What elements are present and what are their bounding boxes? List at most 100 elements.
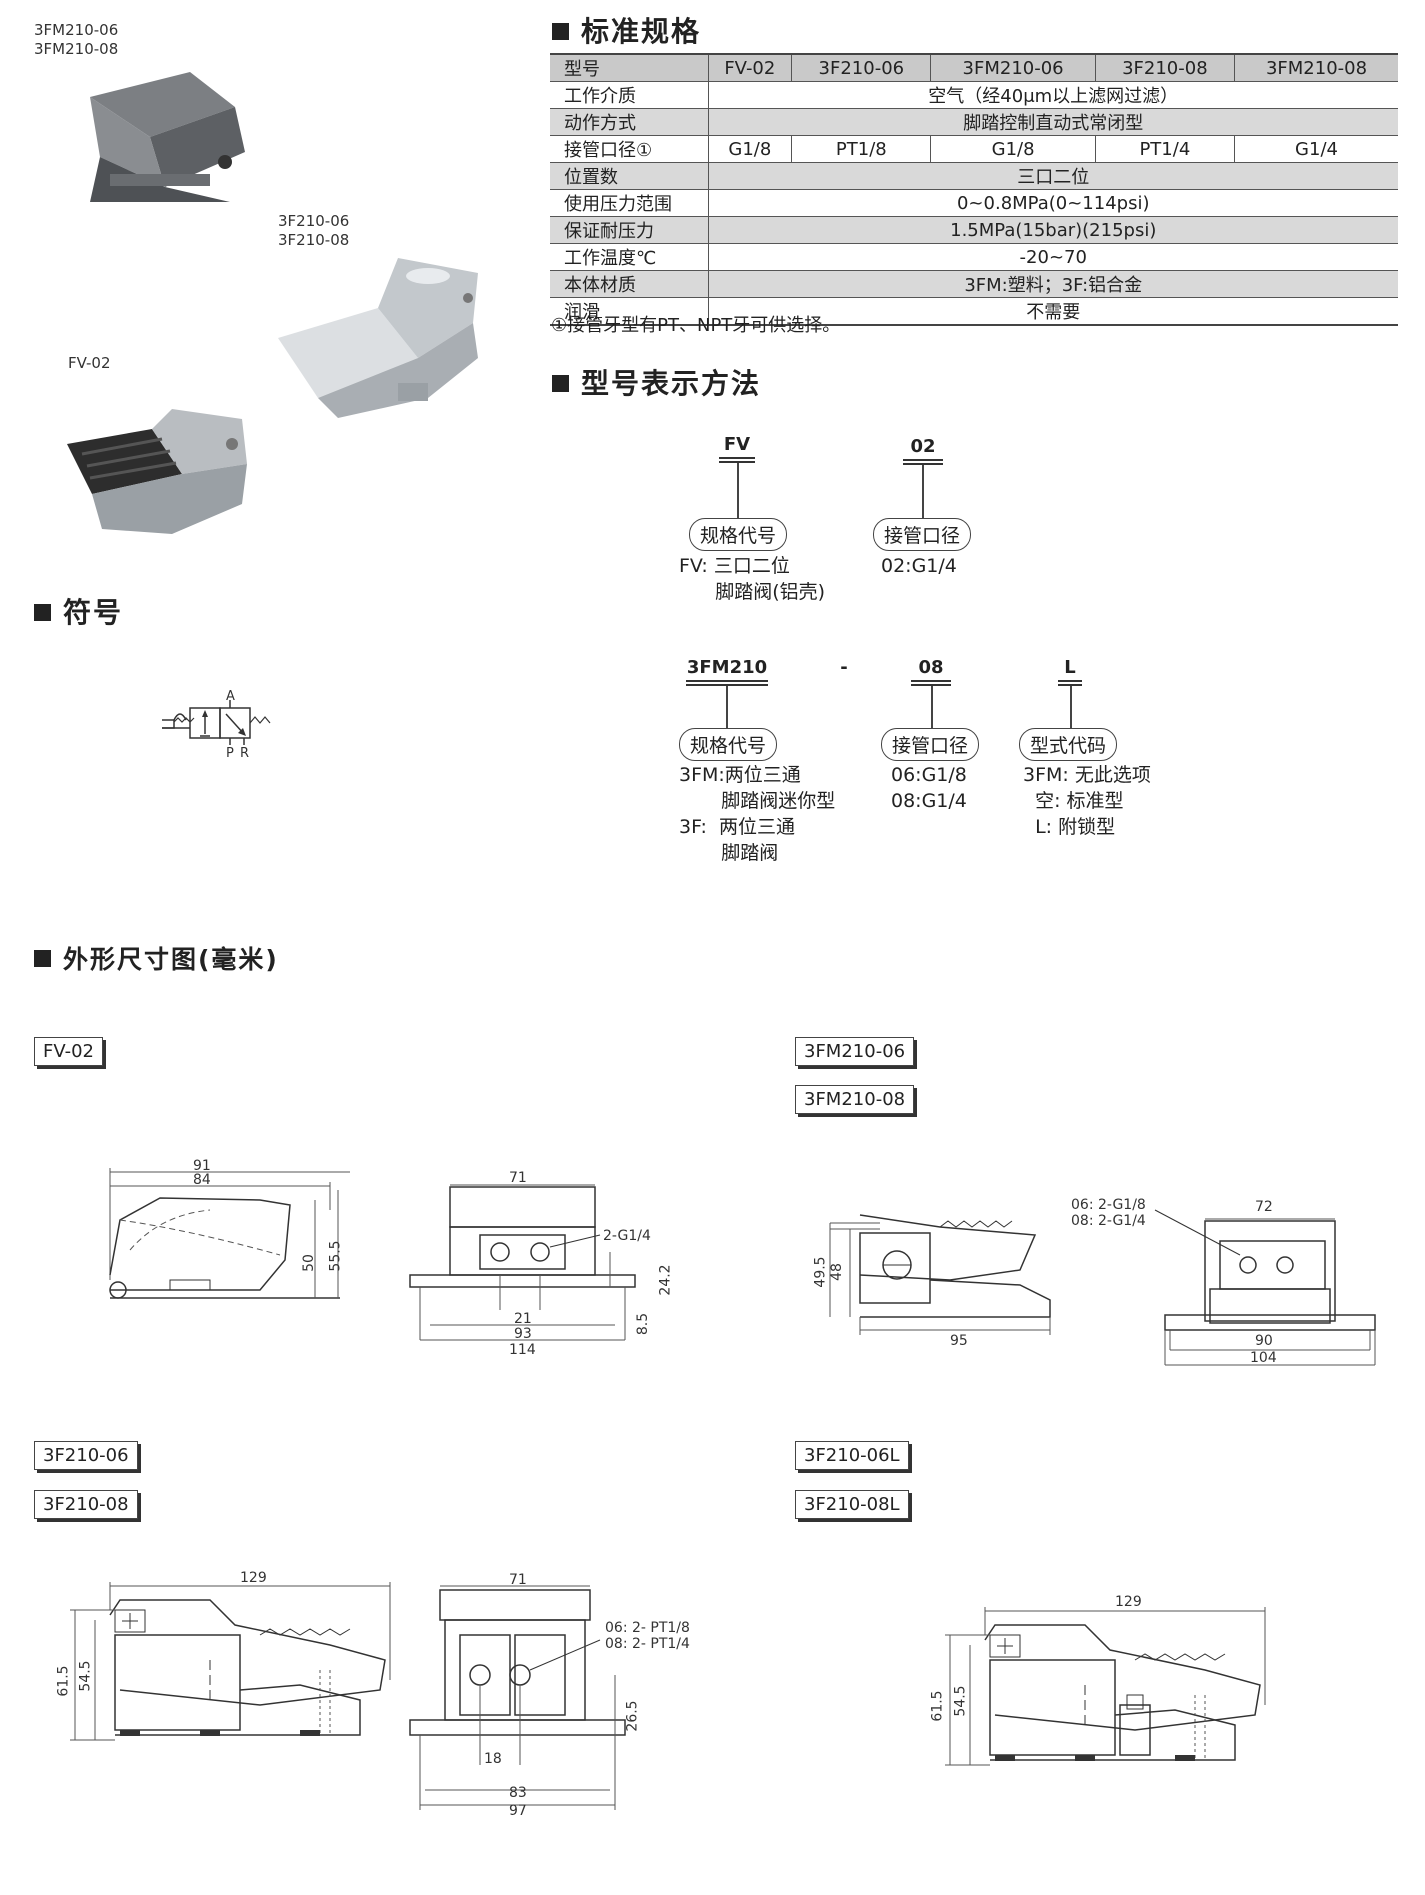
dim-3f-side-54-5: 54.5 <box>77 1660 94 1692</box>
fm-code-series: 3FM210 <box>686 657 768 686</box>
fm-code-type: L <box>1058 657 1082 686</box>
dim-fv-front-93: 93 <box>514 1326 532 1342</box>
spec-row-cell: PT1/8 <box>791 135 931 163</box>
model-box-3f210-08: 3F210-08 <box>34 1490 138 1519</box>
dim-3f-front-18: 18 <box>484 1751 502 1767</box>
fm-pill-port: 接管口径 <box>881 728 980 761</box>
connector-line <box>1070 686 1072 731</box>
spec-row-label: 润滑 <box>550 297 708 326</box>
dim-fv-front-21: 21 <box>514 1311 532 1327</box>
fm-code-port: 08 <box>911 657 951 686</box>
spec-row-label: 工作温度℃ <box>550 243 708 271</box>
fv-desc-series: FV: 三口二位 脚踏阀(铝壳) <box>679 555 826 603</box>
spec-row-value: 0~0.8MPa(0~114psi) <box>707 189 1398 217</box>
spec-row-cell: G1/8 <box>707 135 792 163</box>
fm-code-dash: - <box>840 657 848 678</box>
spec-table: 型号 FV-02 3F210-06 3FM210-06 3F210-08 3FM… <box>550 53 1398 326</box>
product-label-3fm210-08: 3FM210-08 <box>34 40 119 58</box>
symbol-port-r: R <box>240 746 249 761</box>
drawing-fv02-front <box>409 1184 636 1341</box>
dim-3fl-side-129: 129 <box>1115 1594 1142 1610</box>
spec-row-label: 动作方式 <box>550 108 708 136</box>
dim-3fl-side-54-5: 54.5 <box>952 1685 969 1717</box>
spec-row: 保证耐压力 1.5MPa(15bar)(215psi) <box>550 216 1398 244</box>
symbol-heading: 符号 <box>34 591 123 631</box>
spec-row-value: -20~70 <box>707 243 1398 271</box>
symbol-port-p: P <box>226 746 234 761</box>
spec-row: 使用压力范围 0~0.8MPa(0~114psi) <box>550 189 1398 217</box>
spec-row-label: 保证耐压力 <box>550 216 708 244</box>
model-box-3f210-08l: 3F210-08L <box>795 1490 909 1519</box>
fm-pill-type: 型式代码 <box>1019 728 1118 761</box>
spec-row: 工作介质 空气（经40μm以上滤网过滤） <box>550 81 1398 109</box>
model-box-3f210-06: 3F210-06 <box>34 1441 138 1470</box>
drawing-3f210-front <box>409 1585 626 1810</box>
dim-3fl-side-61-5: 61.5 <box>929 1690 946 1722</box>
spec-row-value: 三口二位 <box>707 162 1398 190</box>
dim-fv-side-55-5: 55.5 <box>327 1240 344 1272</box>
fv-code-port: 02 <box>903 436 943 465</box>
spec-row-cell: PT1/4 <box>1094 135 1235 163</box>
spec-header-cell: 3FM210-06 <box>930 53 1096 82</box>
spec-row: 动作方式 脚踏控制直动式常闭型 <box>550 108 1398 136</box>
spec-row-cell: G1/4 <box>1234 135 1398 163</box>
dim-3f-front-83: 83 <box>509 1785 527 1801</box>
spec-row: 工作温度℃ -20~70 <box>550 243 1398 271</box>
dim-fv-front-24-2: 24.2 <box>657 1264 674 1296</box>
dim-3fm-side-49-5: 49.5 <box>812 1256 829 1288</box>
spec-row: 位置数 三口二位 <box>550 162 1398 190</box>
dim-3fm-side-95: 95 <box>950 1333 968 1349</box>
spec-header-cell: FV-02 <box>707 53 792 82</box>
symbol-port-a: A <box>226 690 235 704</box>
dim-fv-side-84: 84 <box>193 1172 211 1188</box>
fm-pill-series: 规格代号 <box>679 728 778 761</box>
spec-header-row: 型号 FV-02 3F210-06 3FM210-06 3F210-08 3FM… <box>550 53 1398 82</box>
dim-3f-front-26-5: 26.5 <box>624 1700 641 1732</box>
drawing-3fm-side <box>829 1214 1051 1335</box>
spec-row-value: 空气（经40μm以上滤网过滤） <box>707 81 1398 109</box>
product-photo-3fm210 <box>90 72 245 202</box>
spec-note: ①接管牙型有PT、NPT牙可供选择。 <box>551 315 841 336</box>
fm-desc-series: 3FM:两位三通 脚踏阀迷你型 3F: 两位三通 脚踏阀 <box>679 764 836 864</box>
dim-fv-side-91: 91 <box>193 1158 211 1174</box>
spec-row-label: 本体材质 <box>550 270 708 298</box>
model-code-heading: 型号表示方法 <box>552 362 761 402</box>
dim-fv-front-114: 114 <box>509 1342 536 1358</box>
spec-row-value: 不需要 <box>707 297 1398 326</box>
product-label-3f210-06: 3F210-06 <box>278 212 350 230</box>
dim-3fm-front-port1: 06: 2-G1/8 <box>1071 1197 1146 1213</box>
model-box-3fm210-08: 3FM210-08 <box>795 1085 915 1114</box>
model-box-fv-02: FV-02 <box>34 1037 104 1066</box>
product-photo-3f210 <box>278 258 478 418</box>
drawing-3f210l-side <box>945 1607 1266 1766</box>
fv-desc-port: 02:G1/4 <box>881 555 957 577</box>
connector-line <box>737 463 739 520</box>
spec-row: 润滑 不需要 <box>550 297 1398 326</box>
drawing-fv02-side <box>109 1168 350 1299</box>
fm-desc-type: 3FM: 无此选项 空: 标准型 L: 附锁型 <box>1023 764 1151 838</box>
spec-header-cell: 型号 <box>550 53 708 82</box>
spec-row: 接管口径① G1/8 PT1/8 G1/8 PT1/4 G1/4 <box>550 135 1398 163</box>
dim-3f-front-port2: 08: 2- PT1/4 <box>605 1636 690 1652</box>
dim-3fm-side-48: 48 <box>828 1263 845 1281</box>
model-box-3f210-06l: 3F210-06L <box>795 1441 909 1470</box>
fv-code-series: FV <box>719 434 755 463</box>
spec-row-label: 接管口径① <box>550 135 708 163</box>
spec-header-cell: 3F210-06 <box>791 53 931 82</box>
spec-heading: 标准规格 <box>552 10 701 50</box>
dimensions-heading: 外形尺寸图(毫米) <box>34 940 279 976</box>
product-photo-fv-02 <box>67 409 247 534</box>
dim-fv-front-port: 2-G1/4 <box>603 1228 651 1244</box>
spec-row-value: 脚踏控制直动式常闭型 <box>707 108 1398 136</box>
spec-row-label: 使用压力范围 <box>550 189 708 217</box>
spec-row: 本体材质 3FM:塑料；3F:铝合金 <box>550 270 1398 298</box>
fm-desc-port: 06:G1/8 08:G1/4 <box>891 764 967 812</box>
dim-fv-front-8-5: 8.5 <box>635 1312 652 1336</box>
connector-line <box>726 686 728 731</box>
connector-line <box>922 465 924 520</box>
model-box-3fm210-06: 3FM210-06 <box>795 1037 915 1066</box>
valve-symbol: A P R <box>162 690 271 761</box>
drawing-3fm-front <box>1154 1209 1376 1366</box>
dim-3f-front-port1: 06: 2- PT1/8 <box>605 1620 690 1636</box>
spec-row-value: 3FM:塑料；3F:铝合金 <box>707 270 1398 298</box>
